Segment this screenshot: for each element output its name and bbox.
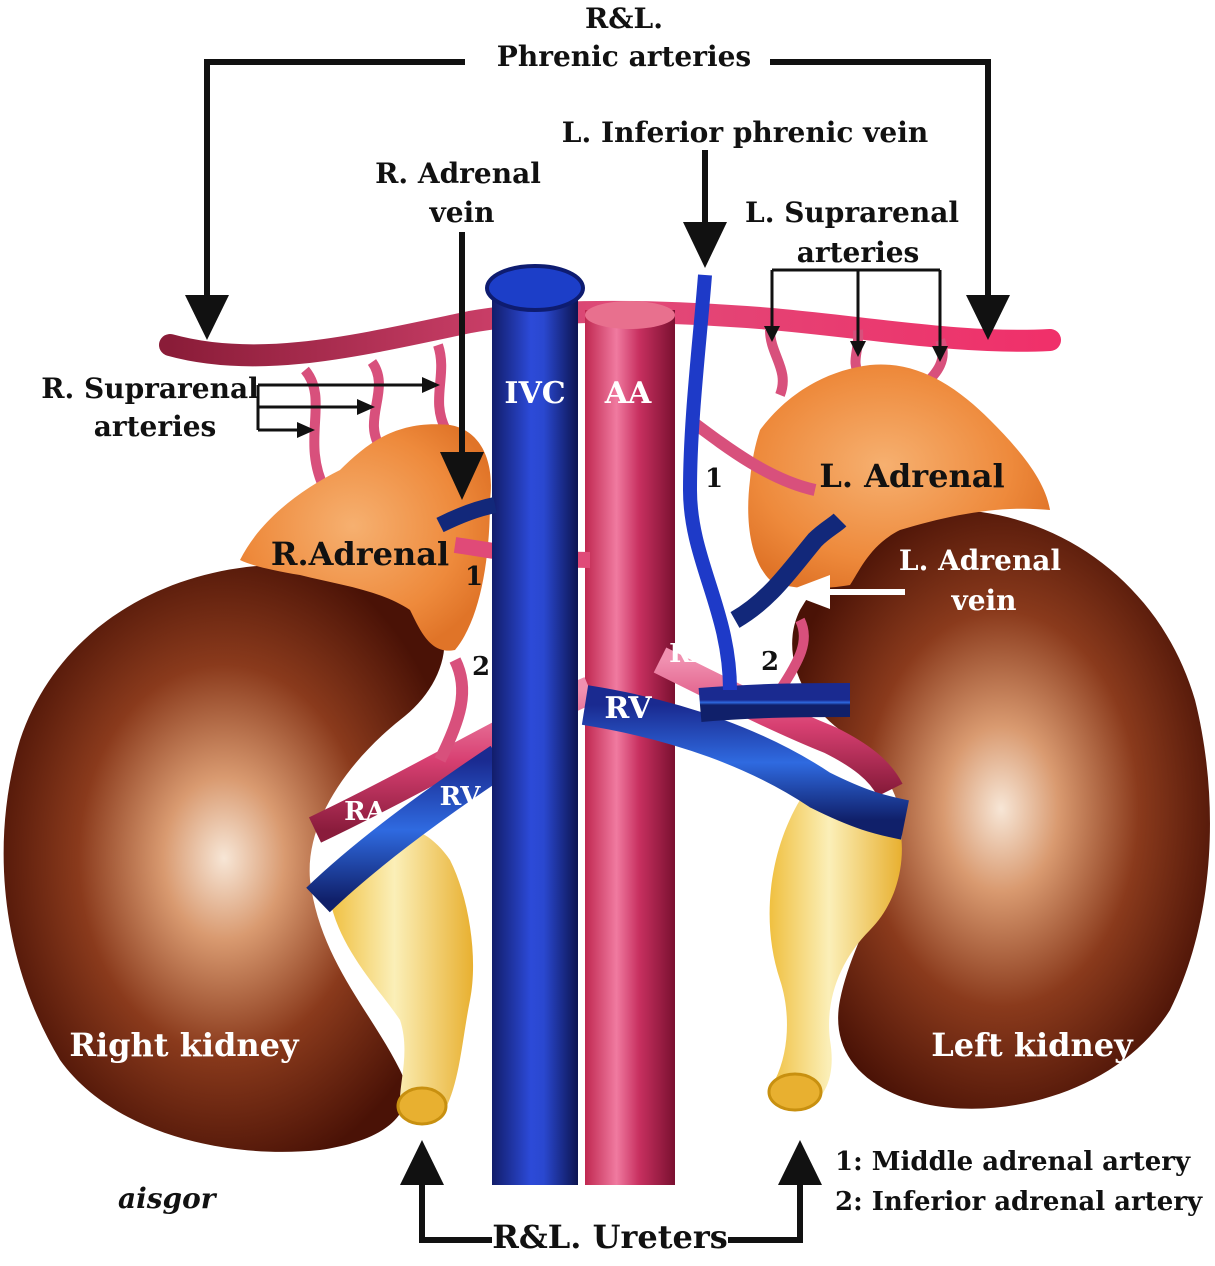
num-1-right: 1 <box>465 562 483 592</box>
l-suprarenal-label-line1: L. Suprarenal <box>745 196 959 229</box>
abdominal-aorta <box>585 310 675 1185</box>
right-ureter-opening <box>396 1086 448 1126</box>
l-inferior-adrenal-artery <box>775 617 809 693</box>
right-ureter <box>330 826 474 1119</box>
rv-left-label: RV <box>440 782 482 812</box>
l-adrenal-label: L. Adrenal <box>819 457 1004 495</box>
r-suprarenal-artery-1 <box>300 366 330 493</box>
r-suprarenal-label-line1: R. Suprarenal <box>41 372 259 405</box>
rv-right-label: RV <box>604 691 652 726</box>
phrenic-label-line2: Phrenic arteries <box>497 40 751 73</box>
num-2-right: 2 <box>472 652 490 682</box>
ivc-label: IVC <box>504 376 565 411</box>
ureters-label: R&L. Ureters <box>492 1218 727 1256</box>
l-inferior-phrenic-vein <box>682 274 737 691</box>
inferior-phrenic-vein-arrow <box>683 222 727 268</box>
left-renal-vein-upper <box>698 683 851 722</box>
r-suprarenal-artery-2 <box>367 359 387 453</box>
right-adrenal-gland <box>240 424 491 651</box>
aa-label: AA <box>604 376 652 411</box>
right-kidney-label: Right kidney <box>69 1026 300 1064</box>
left-kidney-label: Left kidney <box>931 1026 1134 1064</box>
l-adrenal-vein-label-line1: L. Adrenal <box>899 544 1061 577</box>
l-adrenal-vein-label-line2: vein <box>950 584 1016 617</box>
ivc-top <box>485 264 585 312</box>
r-adrenal-vein-label-line2: vein <box>428 196 494 229</box>
inferior-phrenic-vein-label: L. Inferior phrenic vein <box>562 116 928 149</box>
r-suprarenal-arrow-3 <box>297 422 315 438</box>
num-1-left: 1 <box>705 464 723 494</box>
left-renal-vein <box>581 685 909 840</box>
left-renal-artery <box>653 647 903 797</box>
right-renal-vein <box>306 745 510 913</box>
r-adrenal-vein-label-line1: R. Adrenal <box>375 157 541 190</box>
right-kidney <box>3 564 445 1152</box>
phrenic-arrow-right <box>966 295 1010 340</box>
signature: aisgor <box>118 1182 218 1215</box>
left-ureter <box>769 791 902 1111</box>
aorta-top <box>585 301 675 329</box>
phrenic-label-line1: R&L. <box>585 2 663 35</box>
r-inferior-adrenal-artery <box>434 657 469 763</box>
ra-right-label: RA <box>669 639 712 669</box>
left-kidney <box>792 509 1210 1109</box>
l-suprarenal-arrow-2 <box>850 341 866 357</box>
phrenic-leader <box>204 59 991 300</box>
l-suprarenal-arrow-1 <box>764 326 780 342</box>
r-adrenal-vein <box>436 497 497 533</box>
l-suprarenal-arrow-3 <box>932 346 948 362</box>
legend-item-1: 1: Middle adrenal artery <box>835 1147 1191 1177</box>
left-ureter-opening <box>767 1072 823 1112</box>
ureter-arrow-right <box>778 1140 822 1185</box>
r-suprarenal-label-line2: arteries <box>94 410 217 443</box>
r-adrenal-vein-arrow <box>440 452 484 500</box>
ra-left-label: RA <box>344 797 387 827</box>
r-suprarenal-artery-3 <box>433 343 451 433</box>
l-adrenal-vein <box>730 513 847 628</box>
l-suprarenal-label-line2: arteries <box>797 236 920 269</box>
legend-item-2: 2: Inferior adrenal artery <box>835 1187 1203 1217</box>
ureter-arrow-left <box>400 1140 444 1185</box>
ureters-leader <box>419 1180 803 1243</box>
r-adrenal-label: R.Adrenal <box>271 535 449 573</box>
r-suprarenal-arrow-1 <box>422 377 440 393</box>
l-adrenal-vein-arrow <box>785 575 830 609</box>
num-2-left: 2 <box>761 647 779 677</box>
l-middle-adrenal-artery <box>686 415 817 496</box>
inferior-vena-cava <box>492 285 578 1185</box>
r-suprarenal-arrow-2 <box>357 399 375 415</box>
r-suprarenal-leader <box>256 383 425 432</box>
phrenic-arrow-left <box>185 295 229 340</box>
l-suprarenal-leader <box>770 268 942 350</box>
